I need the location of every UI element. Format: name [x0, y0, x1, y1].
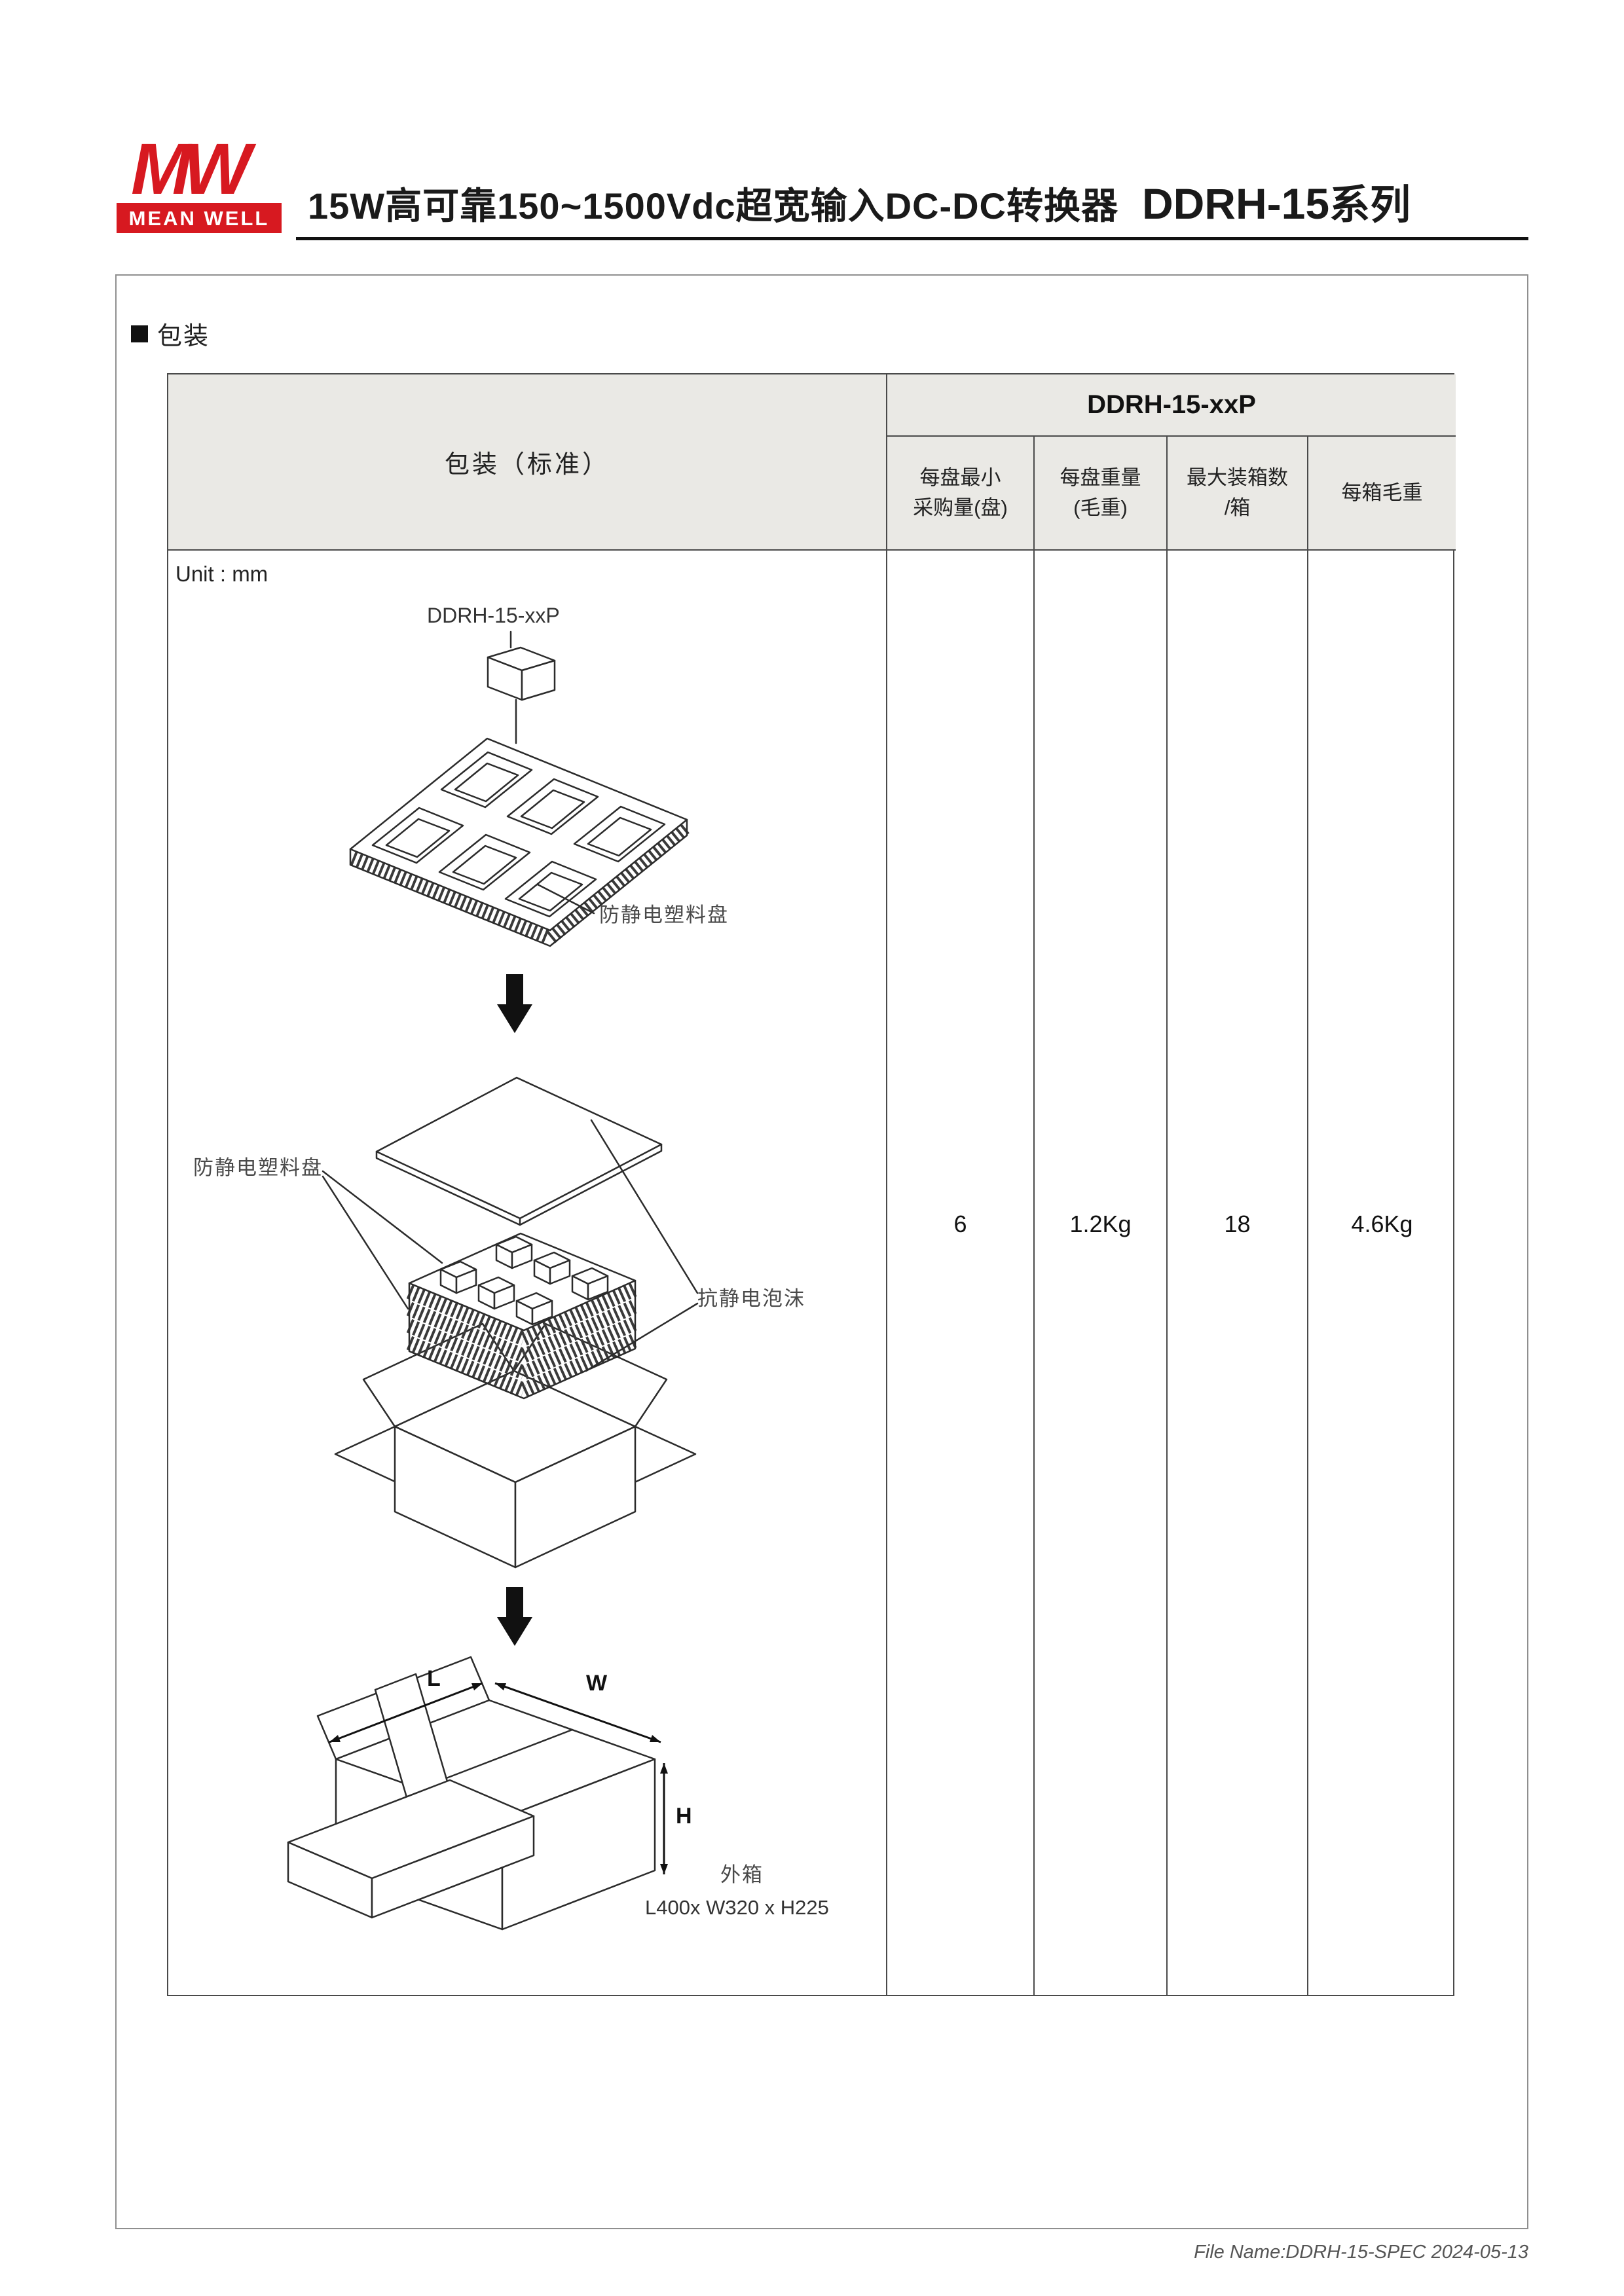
logo-mw-letters: MW [131, 129, 257, 210]
section-title: 包装 [157, 323, 210, 350]
value-max-per-carton: 18 [1168, 551, 1308, 1996]
col-header-carton-weight: 每箱毛重 [1308, 437, 1456, 551]
plastic-tray [349, 737, 690, 947]
dimension-w-label: W [586, 1671, 608, 1696]
page-title: 15W高可靠150~1500Vdc超宽输入DC-DC转换器 DDRH-15系列 [308, 172, 1411, 230]
tray-stack [406, 1232, 638, 1400]
logo-brand-text: MEAN WELL [129, 207, 270, 230]
col-header-line: 每箱毛重 [1341, 481, 1423, 504]
meanwell-logo: MW MEAN WELL [117, 129, 282, 233]
tray-label: 防静电塑料盘 [599, 903, 729, 926]
leader-lines [322, 1119, 699, 1372]
foam-sheet [375, 1076, 663, 1226]
col-header-line: 每盘重量 [1060, 466, 1141, 489]
table-header-packaging: 包装（标准） [168, 374, 887, 551]
outer-carton-size: L400x W320 x H225 [645, 1896, 829, 1919]
dimension-arrows [329, 1682, 668, 1874]
module-box [487, 630, 556, 744]
title-series: DDRH-15 [1141, 179, 1330, 228]
unit-label: Unit : mm [175, 562, 268, 586]
title-main: 15W高可靠150~1500Vdc超宽输入DC-DC转换器 [308, 185, 1118, 227]
outer-carton-label: 外箱 [720, 1863, 764, 1886]
down-arrow-icon [497, 974, 532, 1033]
col-header-max-per-carton: 最大装箱数 /箱 [1168, 437, 1308, 551]
module-label: DDRH-15-xxP [427, 604, 560, 627]
section-header: 包装 [131, 316, 210, 352]
col-header-min-order: 每盘最小 采购量(盘) [887, 437, 1035, 551]
packaging-diagram [287, 630, 699, 1931]
dimension-h-label: H [676, 1804, 692, 1829]
open-carton [334, 1322, 697, 1569]
section-bullet-icon [131, 325, 148, 342]
footer-filename: File Name:DDRH-15-SPEC 2024-05-13 [1194, 2242, 1528, 2263]
col-header-tray-weight: 每盘重量 (毛重) [1035, 437, 1168, 551]
value-carton-weight: 4.6Kg [1351, 1211, 1413, 1237]
title-underline [296, 237, 1528, 240]
content-border [115, 274, 1528, 2229]
value-tray-weight: 1.2Kg [1035, 551, 1168, 1996]
col-header-line: 最大装箱数 [1187, 466, 1288, 489]
col-header-line: /箱 [1224, 496, 1251, 519]
value-min-order: 6 [887, 551, 1035, 1996]
col-header-line: 每盘最小 [919, 466, 1001, 489]
title-series-suffix: 系列 [1329, 183, 1411, 228]
closed-carton [287, 1656, 656, 1931]
col-header-line: 采购量(盘) [913, 496, 1008, 519]
diagram-cell [168, 551, 887, 1996]
tray-label: 防静电塑料盘 [193, 1156, 323, 1179]
logo-red-bar [117, 203, 282, 233]
down-arrow-icon [497, 1587, 532, 1646]
col-header-line: (毛重) [1073, 496, 1128, 519]
foam-label: 抗静电泡沫 [697, 1287, 805, 1310]
table-group-header: DDRH-15-xxP [887, 374, 1456, 437]
dimension-l-label: L [427, 1666, 441, 1691]
